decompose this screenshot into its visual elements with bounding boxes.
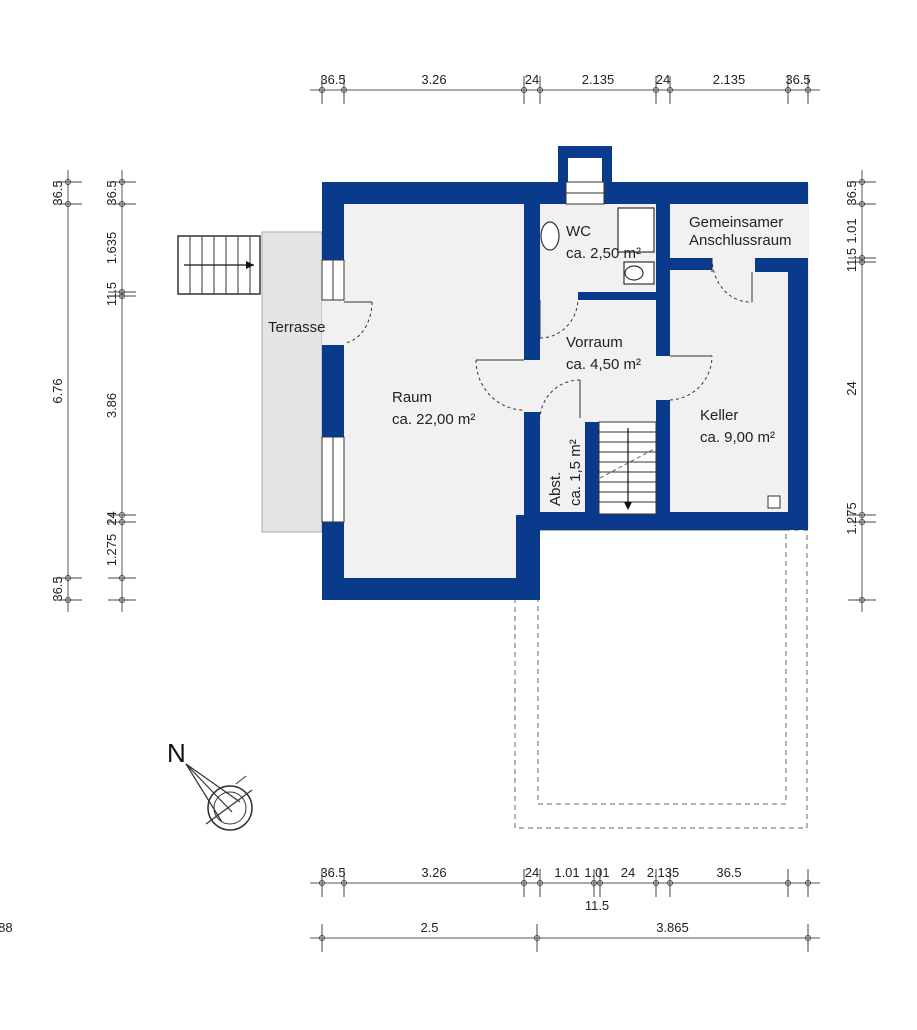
room-name-terrasse: Terrasse [268,319,326,336]
dim-bottom-2-label: 2.5 [420,920,438,935]
dim-left-inner-node [119,179,125,185]
dim-right-node [859,259,865,265]
wc-fixtures [540,207,781,509]
dim-bottom-1-node [319,880,325,886]
dim-left-outer-label: 36.5 [50,180,65,205]
dim-bottom-1-label: 24 [525,865,539,880]
dim-bottom-1-node [805,880,811,886]
dim-left-inner-label: 11.5 [104,282,119,306]
dim-top-label: 3.26 [421,72,446,87]
dim-right-label: 24 [844,381,859,395]
room-area-keller: ca. 9,00 m² [700,429,775,446]
room-area-abst: ca. 1,5 m² [567,439,584,506]
dim-right-label: 1.01 [844,218,859,243]
dim-left-outer-node [65,575,71,581]
dim-top-label: 24 [656,72,670,87]
dim-bottom-1-label: 24 [621,865,635,880]
dim-left-inner-label: 1.635 [104,232,119,265]
dim-left-inner-node [119,289,125,295]
dim-top-node [341,87,347,93]
dim-left-inner-node [119,597,125,603]
room-area-vorraum: ca. 4,50 m² [566,356,641,373]
doors [343,257,753,419]
dim-top-node [521,87,527,93]
dim-right-label: 36.5 [844,180,859,205]
compass-label: N [167,738,186,768]
dim-top-label: 24 [525,72,539,87]
room-name-keller: Keller [700,407,738,424]
room-name-abst: Abst. [547,472,564,506]
dim-bottom-2-label: 3.865 [656,920,689,935]
dim-left-inner-node [119,519,125,525]
room-area-wc: ca. 2,50 m² [566,245,641,262]
windows [321,181,605,523]
room-name-gemeinsamer: Gemeinsamer [689,214,783,231]
dim-bottom-extra-label: 11.5 [585,898,609,913]
dim-left-inner-node [119,201,125,207]
dim-top-label: 2.135 [582,72,615,87]
dim-right-node [859,597,865,603]
dim-left-inner-label: 1.275 [104,534,119,567]
floor-areas [322,182,809,600]
dim-left-inner-label: 3.86 [104,393,119,418]
dim-left-inner-node [119,575,125,581]
dim-left-inner-node [119,512,125,518]
dim-bottom-2-label: 4.88 [0,920,13,935]
dim-bottom-1-label: 3.26 [421,865,446,880]
dim-top-label: 36.5 [320,72,345,87]
dim-left-outer-node [65,597,71,603]
compass: N [167,738,253,831]
dim-right-node [859,519,865,525]
dim-bottom-1-node [653,880,659,886]
dim-bottom-1-node [785,880,791,886]
dim-right-label: 11.5 [844,248,859,272]
dim-left-inner-node [119,293,125,299]
dim-left-outer-node [65,201,71,207]
dim-bottom-1-node [597,880,603,886]
dim-left-inner-label: 36.5 [104,180,119,205]
dim-bottom-1-node [667,880,673,886]
dim-top-node [667,87,673,93]
outdoor-stairs [177,235,261,295]
room-name-vorraum: Vorraum [566,334,623,351]
dim-bottom-1-label: 36.5 [320,865,345,880]
dim-bottom-1-node [341,880,347,886]
dim-bottom-1-label: 1.01 [584,865,609,880]
dim-bottom-1-node [537,880,543,886]
interior-stairs [598,421,657,515]
dim-top-node [653,87,659,93]
dim-bottom-2-node [805,935,811,941]
dim-top-node [537,87,543,93]
outline-dashed-outer [514,529,808,829]
dim-bottom-1-node [591,880,597,886]
dim-bottom-2-node [534,935,540,941]
dimension-lines: 36.5 3.26 24 2.135 24 2.135 36.5 36.5 3.26 24 1.01… [0,72,876,952]
room-name-wc: WC [566,223,591,240]
dim-top-node [319,87,325,93]
dim-top-label: 36.5 [785,72,810,87]
dim-right-node [859,512,865,518]
dim-top-node [785,87,791,93]
dim-left-outer-label: 36.5 [50,576,65,601]
dim-right-node [859,179,865,185]
dim-left-outer-label: 6.76 [50,378,65,403]
outline-dashed-inner [537,529,787,805]
room-area-raum: ca. 22,00 m² [392,411,475,428]
dim-left-inner-label: 24 [104,511,119,525]
terrace-area [261,231,323,533]
dim-bottom-1-label: 36.5 [716,865,741,880]
dim-bottom-1-label: 2.135 [647,865,680,880]
room-name-anschlussraum: Anschlussraum [689,232,792,249]
dim-top-node [805,87,811,93]
dim-right-label: 1.275 [844,502,859,535]
dim-bottom-1-node [521,880,527,886]
room-name-raum: Raum [392,389,432,406]
dim-bottom-1-label: 1.01 [554,865,579,880]
dim-left-outer-node [65,179,71,185]
dim-right-node [859,201,865,207]
dim-bottom-2-node [319,935,325,941]
dim-top-label: 2.135 [713,72,746,87]
dim-right-node [859,255,865,261]
